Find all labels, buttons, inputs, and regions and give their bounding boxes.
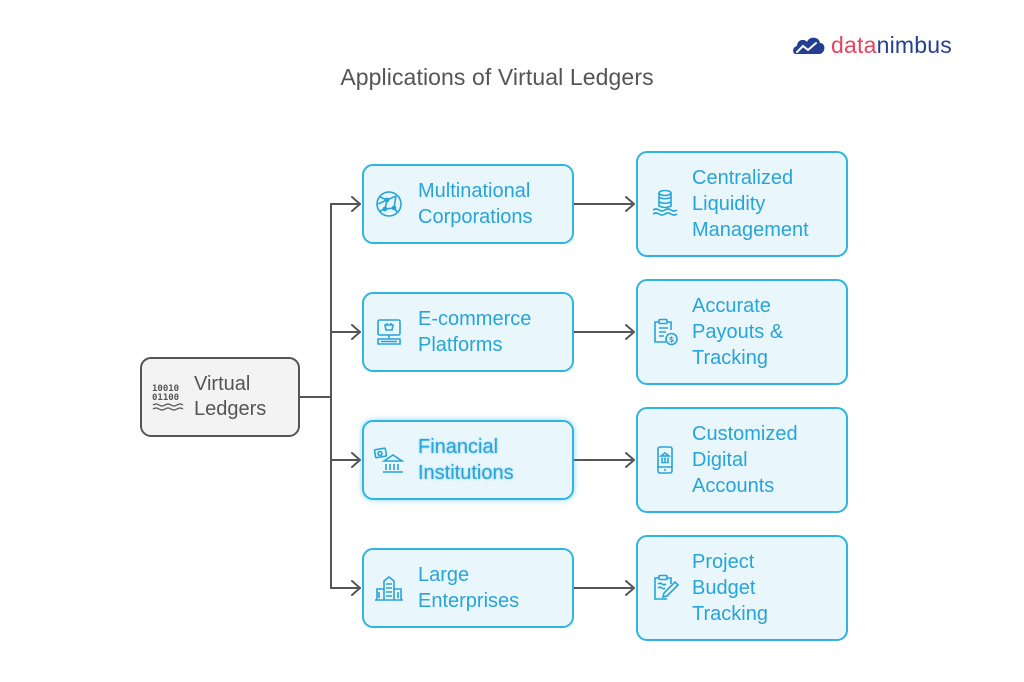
diagram-title: Applications of Virtual Ledgers	[340, 64, 654, 90]
node-accurate-payouts-tracking[interactable]: $ Accurate Payouts & Tracking	[636, 279, 848, 385]
computer-store-icon	[374, 317, 404, 347]
brand-name-part1: data	[831, 31, 877, 58]
clipboard-payment-icon: $	[652, 317, 678, 347]
brand-name: datanimbus	[831, 31, 952, 58]
outcome-arrowhead-1	[625, 196, 635, 212]
root-label: Virtual Ledgers	[194, 373, 267, 420]
mobile-bank-icon	[652, 445, 678, 475]
node-label: Customized Digital Accounts	[692, 423, 798, 497]
arrowhead-2	[351, 324, 361, 340]
svg-text:01100: 01100	[152, 393, 179, 403]
buildings-icon	[374, 573, 404, 603]
brand-logo: datanimbus	[792, 31, 952, 59]
root-node-virtual-ledgers[interactable]: 10010 01100 Virtual Ledgers	[140, 357, 300, 437]
node-centralized-liquidity-management[interactable]: Centralized Liquidity Management	[636, 151, 848, 257]
svg-text:$: $	[669, 335, 675, 344]
node-label: Large Enterprises	[418, 564, 520, 612]
node-label: E-commerce Platforms	[418, 308, 532, 356]
node-label: Financial Institutions	[418, 436, 514, 484]
brand-name-part2: nimbus	[876, 31, 952, 58]
outcome-arrowhead-4	[625, 580, 635, 596]
globe-network-icon	[374, 189, 404, 219]
binary-data-icon: 10010 01100	[152, 379, 188, 415]
arrowhead-3	[351, 452, 361, 468]
node-label: Multinational Corporations	[418, 180, 533, 228]
node-customized-digital-accounts[interactable]: Customized Digital Accounts	[636, 407, 848, 513]
arrowhead-1	[351, 196, 361, 212]
liquidity-pool-icon	[652, 189, 678, 219]
bank-money-icon	[373, 445, 405, 475]
node-financial-institutions[interactable]: Financial Institutions	[362, 420, 574, 500]
outcome-arrowhead-3	[625, 452, 635, 468]
node-label: Accurate Payouts & Tracking	[692, 295, 784, 369]
node-multinational-corporations[interactable]: Multinational Corporations	[362, 164, 574, 244]
cloud-logo-icon	[793, 37, 825, 54]
arrowhead-4	[351, 580, 361, 596]
svg-text:10010: 10010	[152, 384, 179, 394]
node-project-budget-tracking[interactable]: Project Budget Tracking	[636, 535, 848, 641]
clipboard-edit-icon	[652, 573, 680, 603]
node-ecommerce-platforms[interactable]: E-commerce Platforms	[362, 292, 574, 372]
node-label: Centralized Liquidity Management	[692, 167, 809, 241]
node-large-enterprises[interactable]: Large Enterprises	[362, 548, 574, 628]
outcome-arrowhead-2	[625, 324, 635, 340]
node-label: Project Budget Tracking	[692, 551, 768, 625]
